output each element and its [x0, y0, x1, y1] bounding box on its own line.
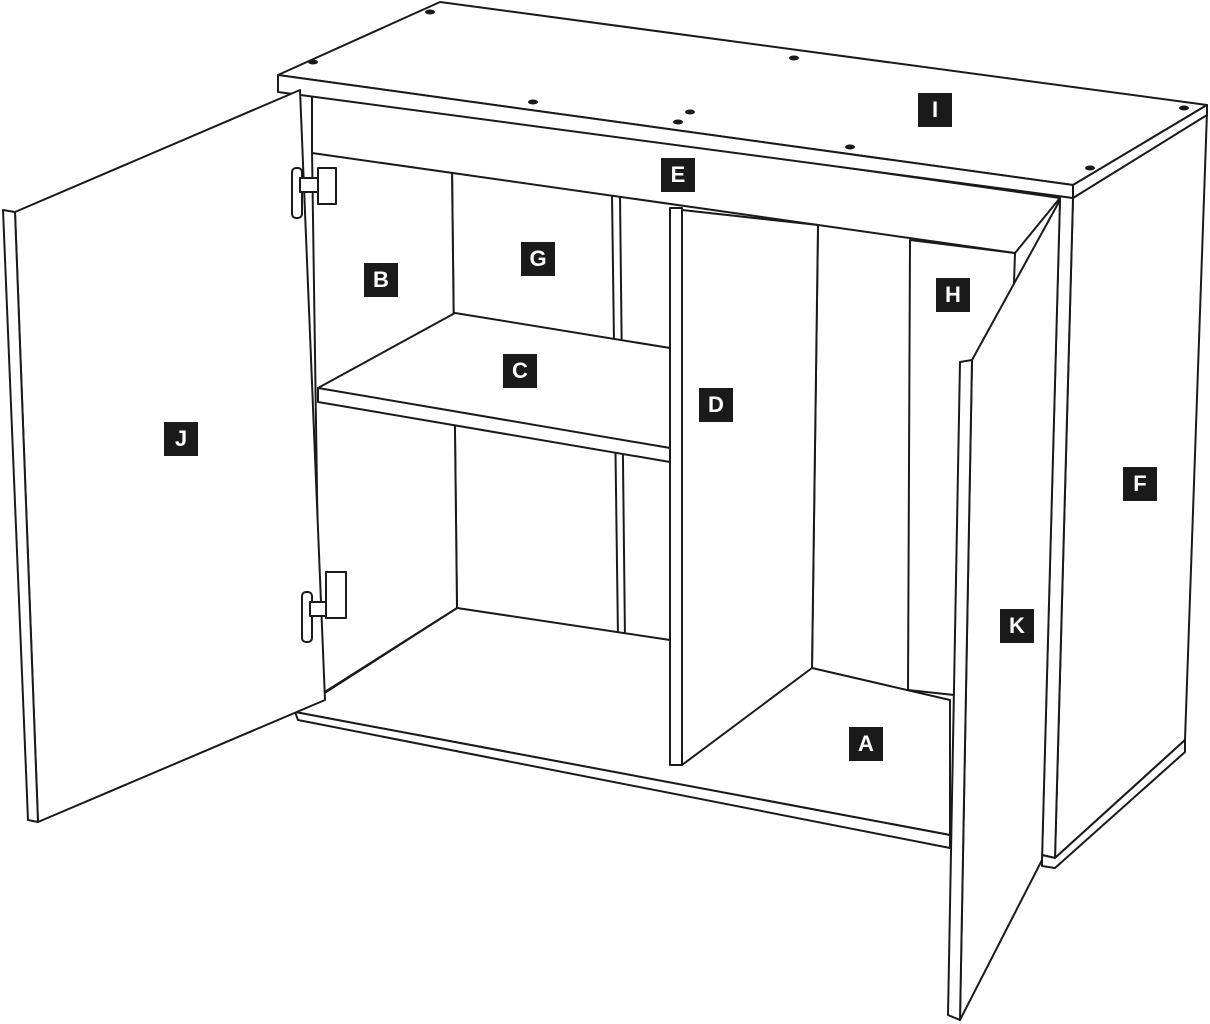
label-j: J	[164, 422, 198, 456]
door-j-edge	[2, 209, 39, 823]
bottom-front-edge	[294, 711, 951, 849]
label-c: C	[503, 354, 537, 388]
label-i: I	[918, 93, 952, 127]
label-k: K	[1000, 609, 1034, 643]
label-a: A	[849, 727, 883, 761]
dowel-holes	[308, 9, 1189, 171]
label-d: D	[699, 388, 733, 422]
top-side-edge	[1072, 104, 1208, 199]
hinge-bottom	[301, 571, 347, 643]
side-f-foot	[1041, 739, 1186, 869]
door-k-edge	[947, 359, 973, 1021]
label-b: B	[364, 263, 398, 297]
label-h: H	[936, 278, 970, 312]
hinge-top	[291, 167, 337, 219]
label-e: E	[661, 158, 695, 192]
door-j	[14, 89, 326, 823]
divider-d-edge	[669, 207, 683, 766]
label-g: G	[521, 242, 555, 276]
label-f: F	[1123, 467, 1157, 501]
